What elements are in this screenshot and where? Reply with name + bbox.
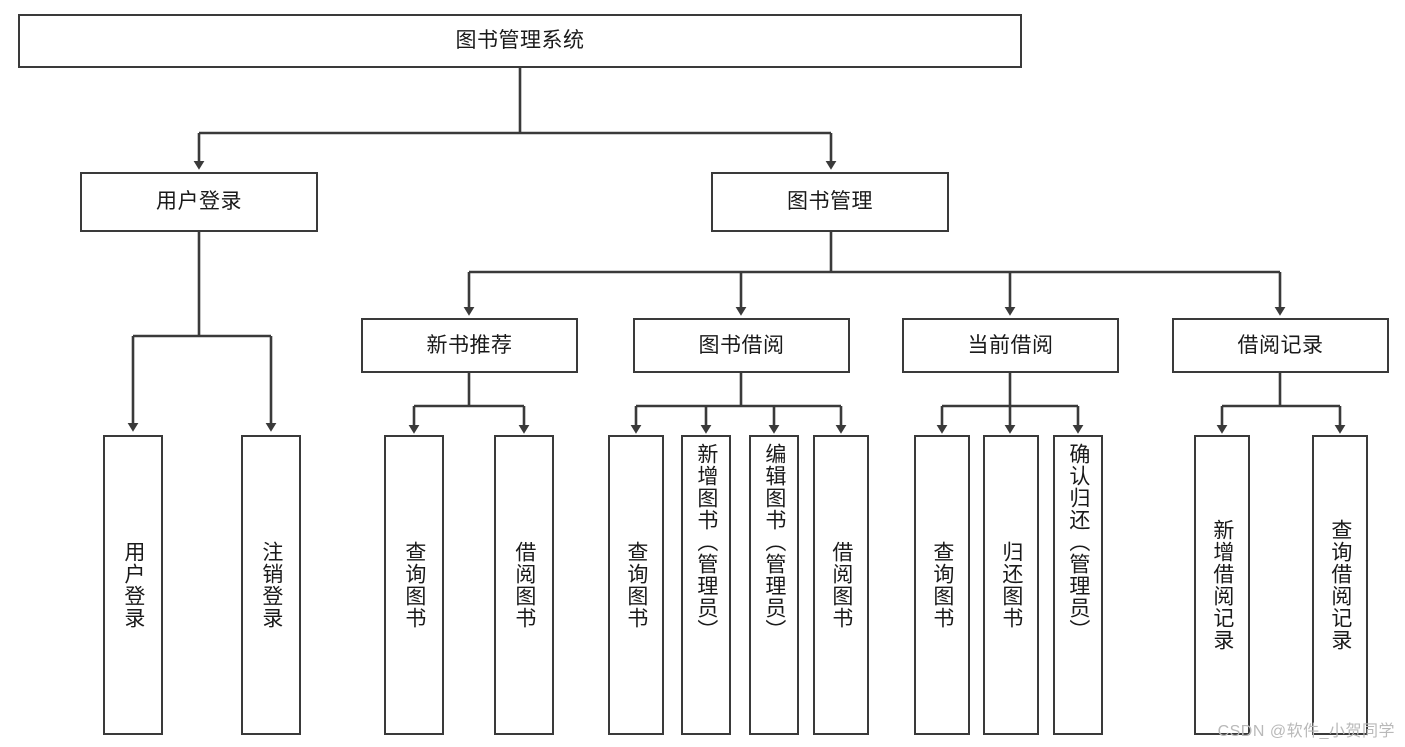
node-user-login[interactable]: 用户登录	[80, 172, 318, 232]
leaf-current-confirm-return-admin[interactable]: 确认归还（管理员）	[1053, 435, 1103, 735]
node-label: 新增借阅记录	[1210, 519, 1234, 651]
node-label: 图书管理系统	[455, 29, 585, 53]
node-label: 借阅记录	[1237, 333, 1324, 357]
leaf-recommend-query-book[interactable]: 查询图书	[384, 435, 444, 735]
node-new-book-recommend[interactable]: 新书推荐	[361, 318, 578, 373]
leaf-user-login-logout[interactable]: 注销登录	[241, 435, 301, 735]
node-label: 用户登录	[121, 541, 145, 629]
node-label: 查询借阅记录	[1328, 519, 1352, 651]
node-label: 新书推荐	[426, 333, 513, 357]
node-book-management[interactable]: 图书管理	[711, 172, 949, 232]
node-label: 用户登录	[156, 190, 242, 214]
watermark-text: CSDN @软件_小贺同学	[1217, 723, 1395, 740]
leaf-record-query-record[interactable]: 查询借阅记录	[1312, 435, 1368, 735]
node-borrow-record[interactable]: 借阅记录	[1172, 318, 1389, 373]
node-label: 借阅图书	[512, 541, 536, 629]
node-label: 编辑图书（管理员）	[762, 443, 786, 641]
leaf-borrow-borrow-book[interactable]: 借阅图书	[813, 435, 869, 735]
leaf-current-return-book[interactable]: 归还图书	[983, 435, 1039, 735]
node-root-system[interactable]: 图书管理系统	[18, 14, 1022, 68]
leaf-borrow-edit-book-admin[interactable]: 编辑图书（管理员）	[749, 435, 799, 735]
node-label: 图书管理	[787, 190, 873, 214]
leaf-borrow-query-book[interactable]: 查询图书	[608, 435, 664, 735]
node-book-borrow[interactable]: 图书借阅	[633, 318, 850, 373]
leaf-current-query-book[interactable]: 查询图书	[914, 435, 970, 735]
node-label: 图书借阅	[698, 333, 785, 357]
node-label: 确认归还（管理员）	[1066, 443, 1090, 641]
node-label: 借阅图书	[829, 541, 853, 629]
leaf-recommend-borrow-book[interactable]: 借阅图书	[494, 435, 554, 735]
node-label: 当前借阅	[967, 333, 1054, 357]
node-label: 注销登录	[259, 541, 283, 629]
node-label: 查询图书	[402, 541, 426, 629]
node-label: 查询图书	[624, 541, 648, 629]
node-label: 查询图书	[930, 541, 954, 629]
leaf-record-add-record[interactable]: 新增借阅记录	[1194, 435, 1250, 735]
node-label: 归还图书	[999, 541, 1023, 629]
leaf-borrow-add-book-admin[interactable]: 新增图书（管理员）	[681, 435, 731, 735]
node-label: 新增图书（管理员）	[694, 443, 718, 641]
node-current-borrow[interactable]: 当前借阅	[902, 318, 1119, 373]
leaf-user-login-login[interactable]: 用户登录	[103, 435, 163, 735]
